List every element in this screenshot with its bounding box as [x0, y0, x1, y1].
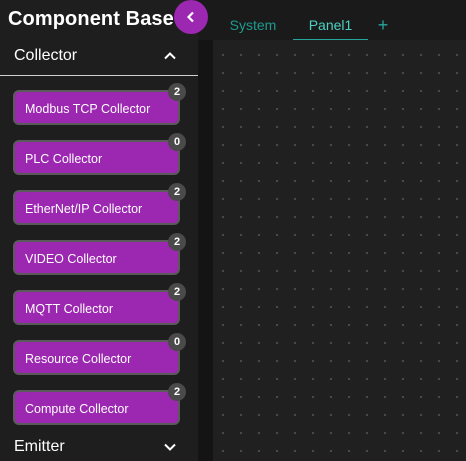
collector-item-compute[interactable]: Compute Collector 2 [13, 383, 186, 425]
section-header-emitter[interactable]: Emitter [0, 430, 198, 461]
count-badge: 2 [168, 283, 186, 301]
section-label-emitter: Emitter [14, 438, 65, 455]
item-label: Modbus TCP Collector [25, 102, 151, 116]
tab-system[interactable]: System [229, 17, 277, 33]
collector-item-video[interactable]: VIDEO Collector 2 [13, 233, 186, 275]
tab-panel1-label: Panel1 [308, 17, 353, 33]
collector-item-ethernet-ip[interactable]: EtherNet/IP Collector 2 [13, 183, 186, 225]
sidebar-title: Component Base [8, 8, 174, 30]
count-badge: 2 [168, 383, 186, 401]
collapse-sidebar-button[interactable] [174, 0, 208, 34]
section-divider [0, 75, 198, 76]
chevron-left-icon [186, 11, 194, 23]
section-header-collector[interactable]: Collector [0, 39, 198, 73]
item-label: Resource Collector [25, 352, 132, 366]
component-sidebar: Component Base Collector Modbus TCP Coll… [0, 0, 198, 461]
section-label-collector: Collector [14, 47, 78, 64]
tab-panel1[interactable]: Panel1 [293, 10, 368, 41]
count-badge: 0 [168, 333, 186, 351]
item-label: MQTT Collector [25, 302, 113, 316]
count-badge: 2 [168, 83, 186, 101]
dotted-canvas[interactable] [213, 40, 466, 461]
chevron-up-icon [164, 52, 176, 60]
collector-item-resource[interactable]: Resource Collector 0 [13, 333, 186, 375]
chevron-down-icon [164, 443, 176, 451]
item-label: VIDEO Collector [25, 252, 117, 266]
item-label: Compute Collector [25, 402, 129, 416]
count-badge: 2 [168, 183, 186, 201]
count-badge: 0 [168, 133, 186, 151]
collector-item-mqtt[interactable]: MQTT Collector 2 [13, 283, 186, 325]
workspace: System Panel1 + [198, 0, 466, 461]
collector-item-modbus-tcp[interactable]: Modbus TCP Collector 2 [13, 83, 186, 125]
collector-item-plc[interactable]: PLC Collector 0 [13, 133, 186, 175]
item-label: EtherNet/IP Collector [25, 202, 143, 216]
add-tab-button[interactable]: + [377, 15, 389, 35]
tab-bar: System Panel1 + [198, 0, 466, 41]
count-badge: 2 [168, 233, 186, 251]
item-label: PLC Collector [25, 152, 103, 166]
